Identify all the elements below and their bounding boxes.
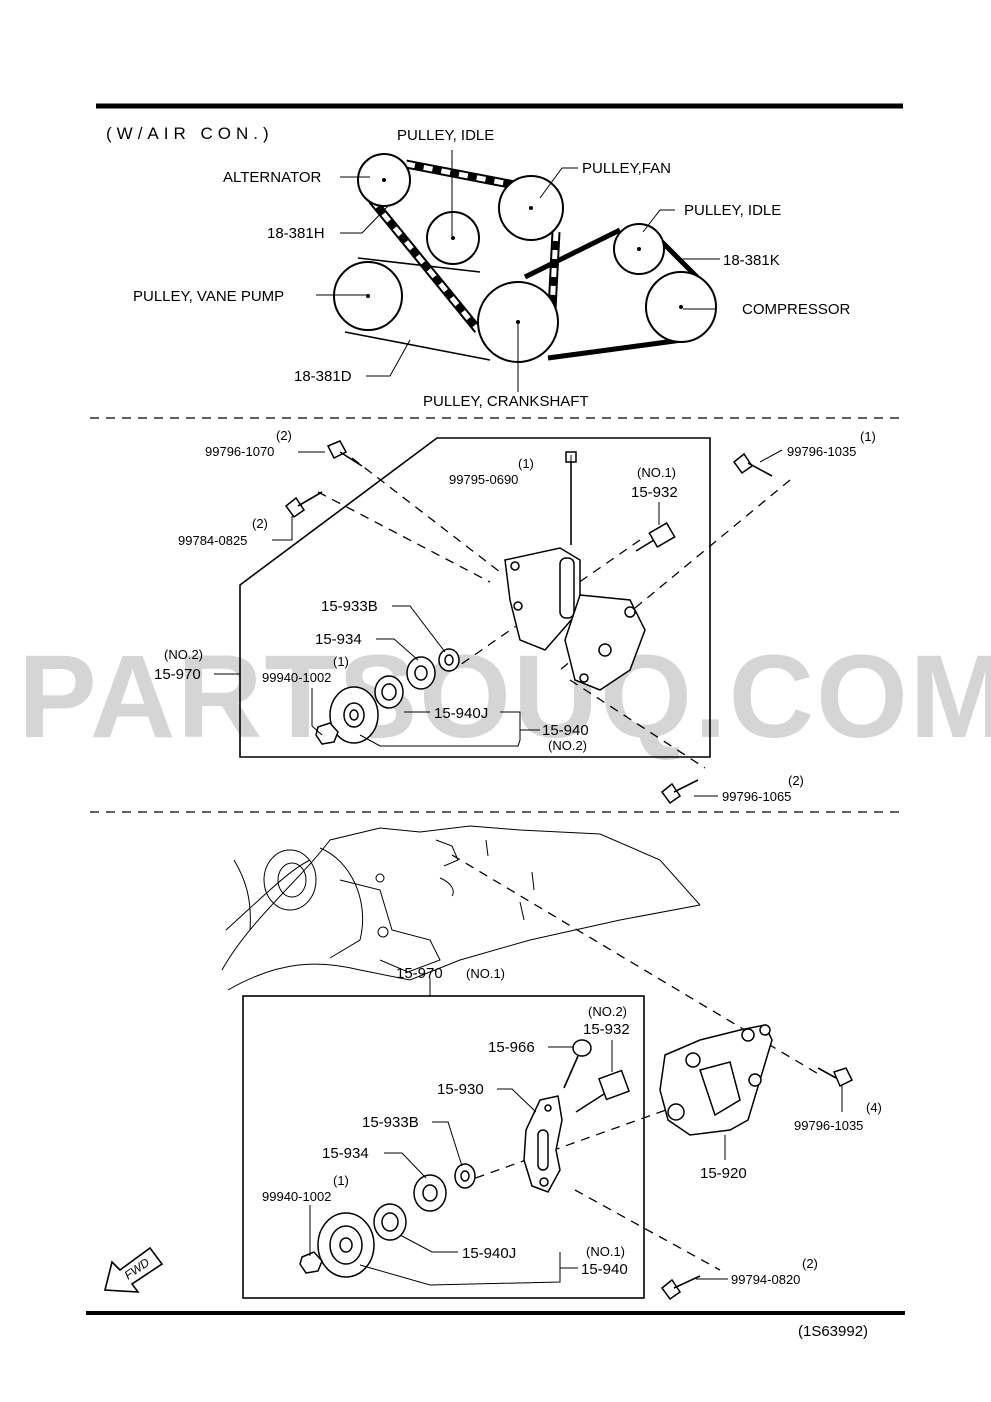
arm-15-930: [523, 1095, 563, 1193]
label-crankshaft: PULLEY, CRANKSHAFT: [423, 393, 589, 410]
label-99794-0820: 99794-0820: [731, 1272, 800, 1287]
qty-15-970-no2: (NO.2): [164, 647, 203, 662]
qty-99796-1035-top: (1): [860, 429, 876, 444]
qty-99784-0825: (2): [252, 516, 268, 531]
bolt-15-966: [563, 1039, 592, 1089]
adjuster-15-932-no2: [575, 1069, 630, 1113]
label-15-940-no1: 15-940: [581, 1261, 628, 1278]
label-99796-1035-top: 99796-1035: [787, 444, 856, 459]
label-15-933B-no1: 15-933B: [362, 1114, 419, 1131]
label-15-920: 15-920: [700, 1165, 747, 1182]
label-15-966: 15-966: [488, 1039, 535, 1056]
label-compressor: COMPRESSOR: [742, 301, 851, 318]
label-99940-1002-no2: 99940-1002: [262, 670, 331, 685]
air-con-label: (W/AIR CON.): [106, 124, 274, 143]
bolt-99796-1065: [660, 779, 699, 805]
label-15-940-no2: 15-940: [542, 722, 589, 739]
label-15-940J-no2: 15-940J: [434, 705, 488, 722]
label-pulley-fan: PULLEY,FAN: [582, 160, 671, 177]
label-99796-1035-bottom: 99796-1035: [794, 1118, 863, 1133]
label-belt-h: 18-381H: [267, 225, 325, 242]
qty-15-940-no2: (NO.2): [548, 738, 587, 753]
label-99796-1070: 99796-1070: [205, 444, 274, 459]
label-belt-d: 18-381D: [294, 368, 352, 385]
bracket-no2: [504, 547, 646, 691]
nut-99940-1002-no1: [299, 1251, 323, 1274]
bolt-99796-1035-bottom: [817, 1067, 854, 1088]
belt-routing: ALTERNATOR PULLEY, IDLE PULLEY,FAN PULLE…: [133, 127, 851, 410]
qty-99795-0690: (1): [518, 456, 534, 471]
label-15-933B-no2: 15-933B: [321, 598, 378, 615]
bolt-99796-1070: [326, 440, 363, 467]
nut-99940-1002-no2: [315, 722, 339, 745]
qty-15-932-no2: (NO.2): [588, 1004, 627, 1019]
qty-15-932-no1: (NO.1): [637, 465, 676, 480]
qty-99796-1065: (2): [788, 773, 804, 788]
label-15-934-no2: 15-934: [315, 631, 362, 648]
drawing-code: (1S63992): [798, 1323, 868, 1340]
qty-99794-0820: (2): [802, 1256, 818, 1271]
belt-18-381D: [344, 257, 491, 361]
label-15-932-no2: 15-932: [583, 1021, 630, 1038]
label-99784-0825: 99784-0825: [178, 533, 247, 548]
label-15-934-no1: 15-934: [322, 1145, 369, 1162]
bolt-99796-1035-top: [732, 452, 773, 477]
qty-15-940-no1: (NO.1): [586, 1244, 625, 1259]
label-15-970-no1: 15-970: [396, 965, 443, 982]
qty-15-970-no1: (NO.1): [466, 966, 505, 981]
label-vane-pump: PULLEY, VANE PUMP: [133, 288, 284, 305]
bolt-99784-0825: [284, 491, 323, 519]
label-99940-1002-no1: 99940-1002: [262, 1189, 331, 1204]
qty-99796-1035-bottom: (4): [866, 1100, 882, 1115]
label-pulley-idle-2: PULLEY, IDLE: [684, 202, 781, 219]
assembly-box-no1: [242, 995, 645, 1299]
bracket-15-920: [659, 1024, 773, 1136]
adjuster-15-932-no1: [635, 522, 676, 552]
label-alternator: ALTERNATOR: [223, 169, 322, 186]
label-99795-0690: 99795-0690: [449, 472, 518, 487]
label-15-930: 15-930: [437, 1081, 484, 1098]
qty-99796-1070: (2): [276, 428, 292, 443]
label-15-970-no2: 15-970: [154, 666, 201, 683]
qty-99940-1002-no1: (1): [333, 1173, 349, 1188]
label-pulley-idle-1: PULLEY, IDLE: [397, 127, 494, 144]
engine-outline: [221, 825, 701, 991]
label-15-940J-no1: 15-940J: [462, 1245, 516, 1262]
qty-99940-1002-no2: (1): [333, 654, 349, 669]
bolt-99794-0820: [660, 1275, 701, 1301]
fwd-arrow-icon: FWD: [103, 1246, 164, 1293]
assembly-box-no2: [239, 437, 711, 758]
label-99796-1065: 99796-1065: [722, 789, 791, 804]
idler-assembly-no2: (2) 99796-1070 (2) 99784-0825 (1) 99795-…: [154, 428, 876, 805]
label-belt-k: 18-381K: [723, 252, 780, 269]
label-15-932-no1: 15-932: [631, 484, 678, 501]
fwd-label: FWD: [122, 1255, 153, 1282]
idler-assembly-no1: FWD 15-970 (NO.1) (NO.2) 15-932 15-966 1…: [103, 825, 882, 1301]
watermark: PARTSOUQ.COM: [18, 631, 991, 763]
